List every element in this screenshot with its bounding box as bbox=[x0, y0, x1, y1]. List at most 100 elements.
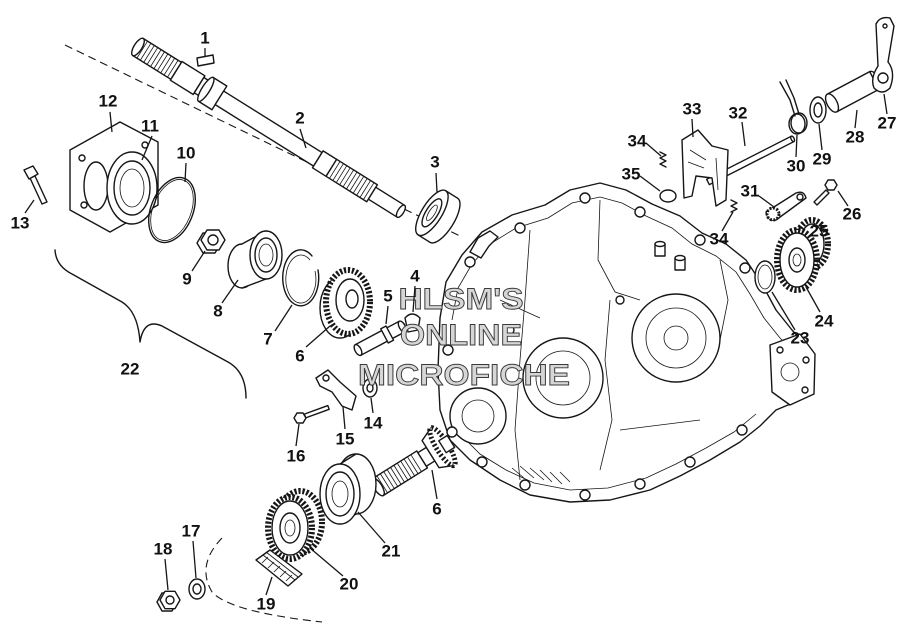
chain-links bbox=[261, 551, 299, 582]
dowel-top bbox=[654, 240, 666, 248]
callout-8: 8 bbox=[213, 302, 222, 321]
housing-bolt-hole bbox=[80, 201, 88, 209]
pinion-shaft-end bbox=[397, 320, 407, 333]
gearcase-partition bbox=[499, 199, 729, 481]
gearcase-bore-left-inner bbox=[461, 399, 495, 433]
shaft-end bbox=[131, 37, 145, 57]
leader-line-16 bbox=[295, 423, 300, 447]
spur-gear-bore bbox=[284, 519, 296, 537]
leader-line-13 bbox=[24, 199, 35, 214]
callout-7: 7 bbox=[263, 330, 272, 349]
callout-13: 13 bbox=[11, 214, 30, 233]
snap-ring bbox=[282, 249, 320, 307]
detent-spring-upper bbox=[659, 151, 667, 168]
callout-20: 20 bbox=[340, 575, 359, 594]
shaft-collar-face bbox=[196, 76, 215, 103]
gearcase-lower-rim bbox=[451, 407, 757, 491]
bolt-boss bbox=[684, 456, 696, 468]
o-ring-inner bbox=[150, 179, 194, 241]
sleeve-front bbox=[824, 93, 840, 113]
callout-14: 14 bbox=[364, 414, 383, 433]
pinion-shaft-collar bbox=[380, 325, 395, 344]
flange-hole bbox=[776, 346, 784, 354]
leader-line-7 bbox=[274, 304, 293, 332]
leader-line-31 bbox=[758, 195, 775, 208]
leader-line-27 bbox=[883, 93, 888, 115]
leader-lines bbox=[24, 48, 888, 596]
dowel-pin bbox=[654, 240, 666, 257]
oil-elbow-fitting bbox=[469, 230, 499, 259]
shaft-body bbox=[214, 90, 323, 167]
callout-25: 25 bbox=[810, 222, 829, 241]
gearcase-bore-center-inner bbox=[535, 350, 591, 406]
watermark: HLSM'S ONLINE MICROFICHE bbox=[358, 283, 571, 393]
shift-shaft bbox=[705, 135, 796, 186]
leader-line-19 bbox=[265, 576, 273, 596]
leader-line-9 bbox=[191, 250, 206, 272]
housing-bolt-hole bbox=[78, 154, 86, 162]
callout-28: 28 bbox=[846, 128, 865, 147]
callout-24: 24 bbox=[815, 312, 834, 331]
bolt-boss bbox=[739, 262, 751, 274]
bolt-boss bbox=[505, 325, 515, 335]
idler-gear-bore bbox=[792, 253, 802, 267]
bolt-boss bbox=[634, 478, 646, 490]
snap-ring-outer bbox=[282, 249, 320, 307]
flange-hole bbox=[802, 356, 810, 364]
lower-group-dashed-outline bbox=[205, 537, 323, 623]
pinion-shaft bbox=[353, 320, 407, 357]
gearcase-bore-center bbox=[522, 337, 604, 419]
bolt-boss bbox=[442, 344, 454, 356]
spline-teeth bbox=[329, 161, 375, 200]
callout-22: 22 bbox=[121, 360, 140, 379]
shift-shaft-end bbox=[790, 135, 796, 143]
bolt-boss bbox=[519, 479, 531, 491]
nut bbox=[196, 229, 226, 254]
leader-line-30 bbox=[795, 134, 798, 158]
leader-line-18 bbox=[164, 558, 169, 591]
spline-teeth bbox=[136, 40, 179, 78]
leader-line-28 bbox=[854, 109, 858, 129]
arm-bolt-head bbox=[293, 412, 307, 424]
callout-18: 18 bbox=[154, 540, 173, 559]
callout-9: 9 bbox=[182, 270, 191, 289]
ball-bearing bbox=[227, 230, 283, 289]
watermark-line-1: HLSM'S bbox=[399, 283, 524, 316]
leader-line-34b bbox=[721, 211, 734, 232]
leader-line-23 bbox=[771, 291, 796, 331]
rear-cover-flange bbox=[769, 333, 816, 406]
flange-boss bbox=[780, 362, 800, 382]
leader-line-10 bbox=[184, 162, 187, 183]
bolt-shank bbox=[29, 175, 48, 205]
callout-31: 31 bbox=[741, 182, 760, 201]
detent-spring-lower bbox=[730, 199, 738, 213]
callout-19: 19 bbox=[257, 595, 276, 614]
torsion-spring-coil bbox=[790, 112, 808, 134]
nut-bore bbox=[207, 234, 219, 246]
output-shaft bbox=[371, 425, 458, 497]
callout-16: 16 bbox=[287, 447, 306, 466]
bolt-boss bbox=[615, 295, 625, 305]
shift-lever-hub bbox=[877, 72, 889, 84]
bolt-boss bbox=[736, 424, 748, 436]
callout-3: 3 bbox=[430, 153, 439, 172]
retaining-clip bbox=[404, 313, 421, 333]
bolt-boss bbox=[446, 426, 458, 438]
callout-32: 32 bbox=[729, 104, 748, 123]
arm-bolt-shank bbox=[303, 404, 330, 419]
bracket-plate bbox=[681, 129, 729, 207]
callout-33: 33 bbox=[683, 100, 702, 119]
leader-line-6 bbox=[305, 325, 331, 348]
callout-35: 35 bbox=[622, 165, 641, 184]
torsion-spring-legs bbox=[779, 79, 800, 117]
callout-21: 21 bbox=[382, 542, 401, 561]
callout-4: 4 bbox=[410, 267, 420, 286]
watermark-line-2: ONLINE bbox=[400, 319, 522, 352]
callout-29: 29 bbox=[813, 150, 832, 169]
leader-line-26 bbox=[837, 190, 849, 207]
seal-inner bbox=[119, 168, 145, 208]
idler-gear-hub bbox=[788, 247, 806, 273]
housing-hub bbox=[83, 161, 109, 211]
clutch-gear-face bbox=[325, 471, 355, 517]
